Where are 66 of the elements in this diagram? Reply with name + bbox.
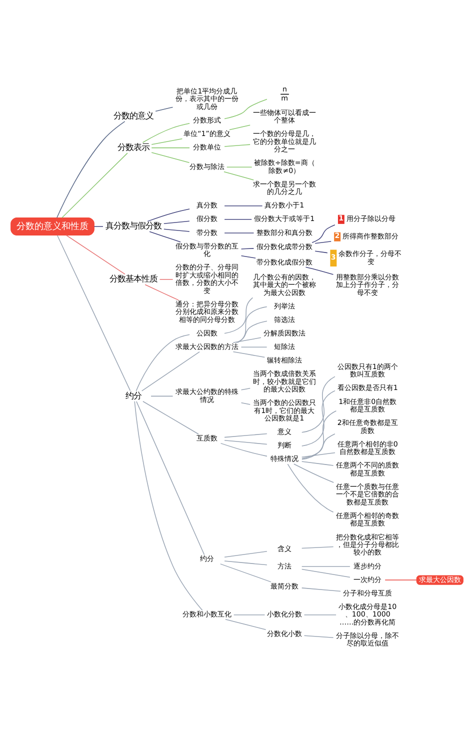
connector: [136, 400, 205, 555]
connector: [240, 254, 256, 258]
connector: [301, 587, 341, 592]
connector: [147, 208, 190, 222]
connector: [312, 224, 336, 242]
connector: [224, 218, 252, 220]
connector: [287, 463, 334, 512]
connector: [150, 395, 174, 396]
connector: [56, 234, 131, 391]
connector: [224, 432, 268, 438]
connector: [240, 248, 254, 249]
connector: [224, 144, 250, 146]
connector: [149, 230, 181, 242]
connector: [144, 284, 179, 300]
connector: [384, 579, 418, 580]
connector: [142, 122, 190, 142]
connector: [236, 320, 268, 343]
connector: [304, 634, 334, 638]
connector: [134, 400, 203, 610]
connector: [224, 560, 268, 565]
connector: [224, 439, 268, 444]
connector: [301, 568, 350, 578]
connector: [224, 550, 268, 557]
connector: [164, 228, 190, 232]
connector: [233, 614, 266, 615]
connector: [232, 350, 266, 358]
connector: [314, 240, 332, 244]
connector: [225, 618, 266, 630]
connector: [302, 432, 336, 458]
connector: [305, 266, 334, 274]
connector: [301, 452, 336, 458]
connector: [301, 390, 336, 446]
connector: [301, 460, 334, 466]
connector: [294, 463, 334, 482]
connector: [142, 400, 199, 434]
node-box: 分数的意义和性质: [10, 216, 94, 236]
connector: [141, 350, 200, 391]
connector: [151, 152, 190, 162]
connector: [220, 563, 272, 582]
connector: [224, 204, 263, 206]
connector: [155, 106, 174, 112]
connector: [304, 614, 336, 615]
connector: [301, 376, 336, 432]
connector: [240, 402, 251, 404]
connector: [151, 138, 183, 144]
connector: [62, 152, 128, 218]
connector: [224, 170, 254, 180]
connector: [224, 296, 254, 334]
connector: [237, 306, 268, 342]
connector: [240, 346, 268, 348]
connector: [220, 442, 268, 456]
connector: [301, 546, 334, 548]
connector: [224, 232, 254, 233]
connector: [136, 334, 190, 391]
connector: [159, 278, 174, 280]
connector: [66, 234, 126, 274]
connector: [240, 387, 251, 390]
connector: [229, 124, 250, 130]
connector: [232, 336, 262, 342]
connector: [314, 250, 328, 253]
connector: [226, 166, 252, 168]
connector: [151, 146, 190, 148]
connector: [224, 98, 268, 119]
connector: [302, 410, 337, 460]
connector: [164, 220, 190, 224]
connector: [56, 120, 126, 218]
